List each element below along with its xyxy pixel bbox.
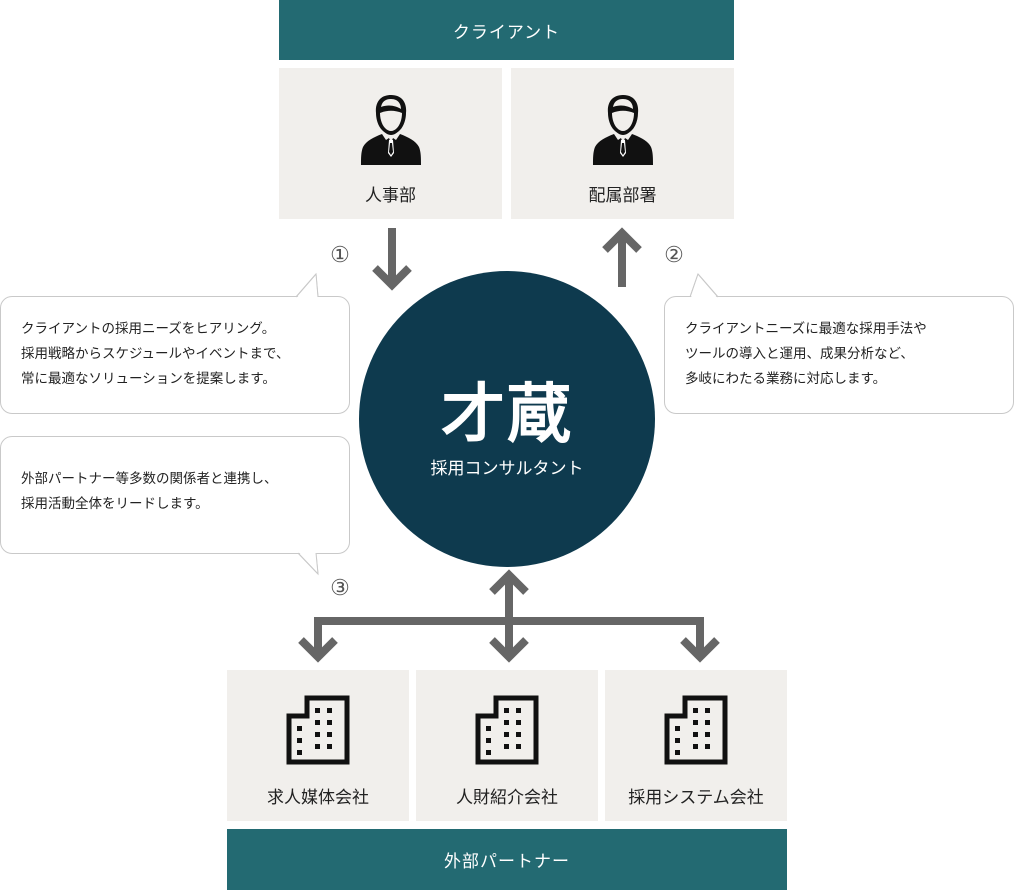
- step-3-line: 採用活動全体をリードします。: [21, 496, 209, 512]
- client-title: クライアント: [452, 22, 561, 43]
- saizo-logo: 才蔵: [441, 377, 573, 452]
- department-label-assigned: 配属部署: [588, 186, 657, 206]
- client-header: クライアント: [279, 0, 734, 60]
- step-2-line: 多岐にわたる業務に対応します。: [685, 371, 887, 387]
- partner-card-recruitment: 人財紹介会社: [416, 670, 598, 821]
- partner-card-system: 採用システム会社: [605, 670, 787, 821]
- step-text-1: クライアントの採用ニーズをヒアリング。 採用戦略からスケジュールやイベントまで、…: [21, 317, 290, 392]
- person-icon: [361, 95, 421, 165]
- arrow-down-hr: [372, 228, 412, 291]
- step-number-2: ②: [664, 243, 684, 268]
- consultant-label: 採用コンサルタント: [430, 459, 584, 479]
- step-3-line: 外部パートナー等多数の関係者と連携し、: [21, 471, 278, 487]
- department-card-assigned: 配属部署: [511, 68, 734, 219]
- step-bubble-3: 外部パートナー等多数の関係者と連携し、 採用活動全体をリードします。: [0, 436, 350, 554]
- arrow-up-assigned: [602, 227, 642, 287]
- step-text-2: クライアントニーズに最適な採用手法や ツールの導入と運用、成果分析など、 多岐に…: [685, 317, 927, 392]
- partner-label-media: 求人媒体会社: [267, 788, 369, 808]
- person-icon: [593, 95, 653, 165]
- step-number-1: ①: [330, 243, 350, 268]
- partners-title: 外部パートナー: [444, 852, 570, 872]
- partner-label-recruitment: 人財紹介会社: [456, 788, 558, 808]
- step-2-line: ツールの導入と運用、成果分析など、: [685, 346, 914, 362]
- consultant-circle: 才蔵 採用コンサルタント: [359, 271, 655, 567]
- step-1-line: 常に最適なソリューションを提案します。: [21, 371, 276, 387]
- building-icon: [475, 695, 539, 765]
- partner-card-media: 求人媒体会社: [227, 670, 409, 821]
- step-bubble-1: クライアントの採用ニーズをヒアリング。 採用戦略からスケジュールやイベントまで、…: [0, 296, 350, 414]
- step-text-3: 外部パートナー等多数の関係者と連携し、 採用活動全体をリードします。: [21, 467, 278, 517]
- department-label-hr: 人事部: [365, 186, 416, 206]
- step-bubble-2: クライアントニーズに最適な採用手法や ツールの導入と運用、成果分析など、 多岐に…: [664, 296, 1014, 414]
- building-icon: [286, 695, 350, 765]
- building-icon: [664, 695, 728, 765]
- partners-header: 外部パートナー: [227, 829, 787, 890]
- department-card-hr: 人事部: [279, 68, 502, 219]
- step-number-3: ③: [330, 576, 350, 601]
- step-2-line: クライアントニーズに最適な採用手法や: [685, 321, 927, 337]
- partner-label-system: 採用システム会社: [628, 788, 764, 808]
- step-1-line: 採用戦略からスケジュールやイベントまで、: [21, 346, 290, 362]
- arrow-partners: [298, 569, 720, 663]
- step-1-line: クライアントの採用ニーズをヒアリング。: [21, 321, 276, 337]
